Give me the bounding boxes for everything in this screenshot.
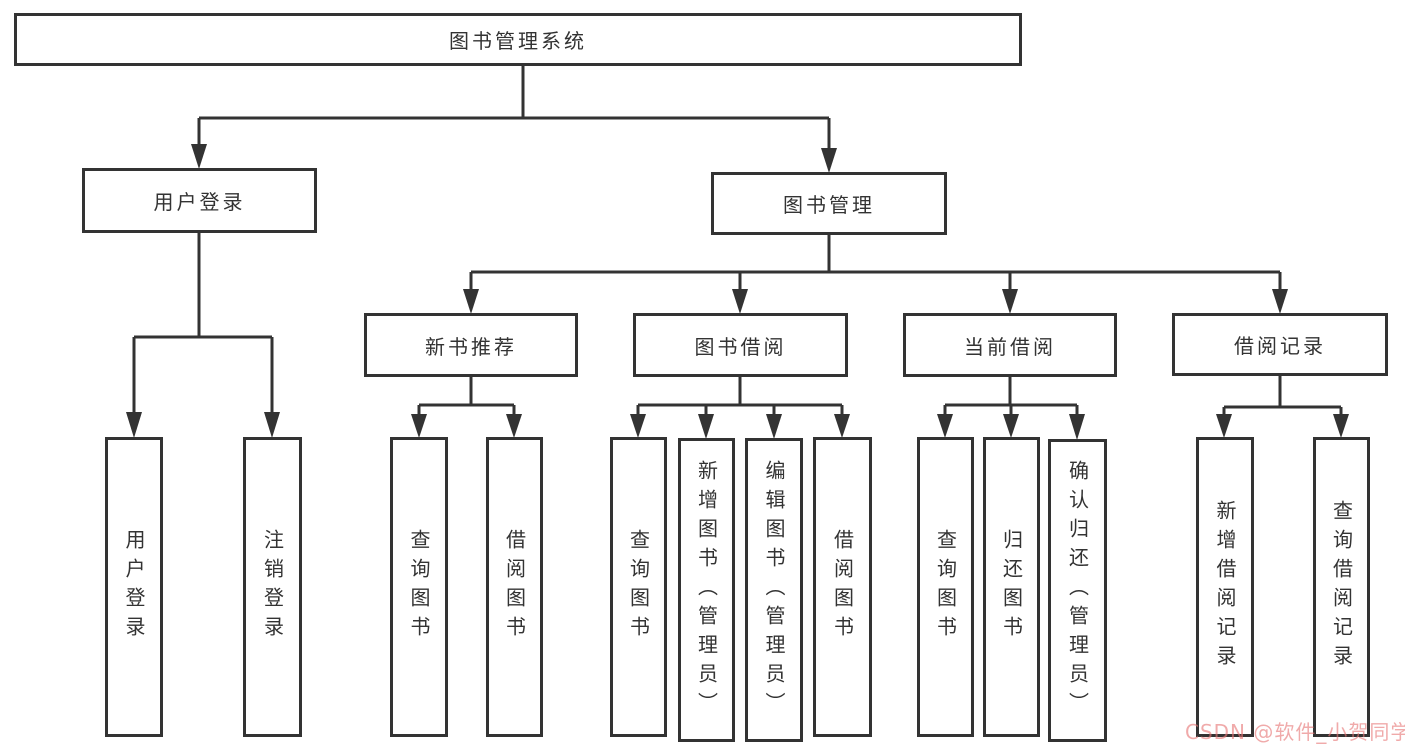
leaf-nbr-borrow-books: 借阅图书 [486,437,543,737]
node-book-management: 图书管理 [711,172,947,235]
leaf-logout-label: 注销登录 [260,529,285,645]
csdn-watermark: CSDN @软件_小贺同学 [1185,720,1405,744]
arrowheads [126,144,1349,440]
node-user-login: 用户登录 [82,168,317,233]
node-current-borrowing-label: 当前借阅 [964,334,1056,359]
leaf-nbr-query-books: 查询图书 [390,437,448,737]
leaf-br-query-record-label: 查询借阅记录 [1329,500,1354,674]
node-book-borrowing-label: 图书借阅 [694,334,787,359]
leaf-nbr-query-books-label: 查询图书 [407,529,431,645]
leaf-user-login: 用户登录 [105,437,163,737]
leaf-br-add-record: 新增借阅记录 [1196,437,1254,737]
leaf-bb-edit-books-admin: 编辑图书（管理员） [745,438,803,742]
node-library-management-system: 图书管理系统 [14,13,1022,66]
leaf-cb-confirm-return-admin: 确认归还（管理员） [1048,439,1107,742]
leaf-bb-borrow-books-label: 借阅图书 [830,529,855,645]
leaf-bb-edit-books-admin-label: 编辑图书（管理员） [762,459,786,721]
leaf-cb-return-books: 归还图书 [983,437,1040,737]
leaf-cb-return-books-label: 归还图书 [999,529,1024,645]
node-new-book-recommend-label: 新书推荐 [425,334,517,359]
node-borrowing-records-label: 借阅记录 [1234,334,1326,358]
leaf-bb-add-books-admin: 新增图书（管理员） [678,438,735,742]
leaf-logout: 注销登录 [243,437,302,737]
leaf-bb-query-books-label: 查询图书 [626,529,651,645]
leaf-cb-confirm-return-admin-label: 确认归还（管理员） [1065,460,1090,721]
leaf-cb-query-books-label: 查询图书 [933,529,958,645]
node-library-management-system-label: 图书管理系统 [449,29,587,53]
leaf-cb-query-books: 查询图书 [917,437,974,737]
leaf-bb-add-books-admin-label: 新增图书（管理员） [694,459,719,721]
leaf-bb-query-books: 查询图书 [610,437,667,737]
node-borrowing-records: 借阅记录 [1172,313,1388,376]
node-current-borrowing: 当前借阅 [903,313,1117,377]
node-user-login-label: 用户登录 [153,190,246,214]
node-new-book-recommend: 新书推荐 [364,313,578,377]
node-book-management-label: 图书管理 [783,193,875,217]
leaf-br-add-record-label: 新增借阅记录 [1213,500,1237,674]
leaf-user-login-label: 用户登录 [122,529,146,645]
leaf-bb-borrow-books: 借阅图书 [813,437,872,737]
leaf-nbr-borrow-books-label: 借阅图书 [502,529,527,645]
node-book-borrowing: 图书借阅 [633,313,848,377]
leaf-br-query-record: 查询借阅记录 [1313,437,1370,737]
